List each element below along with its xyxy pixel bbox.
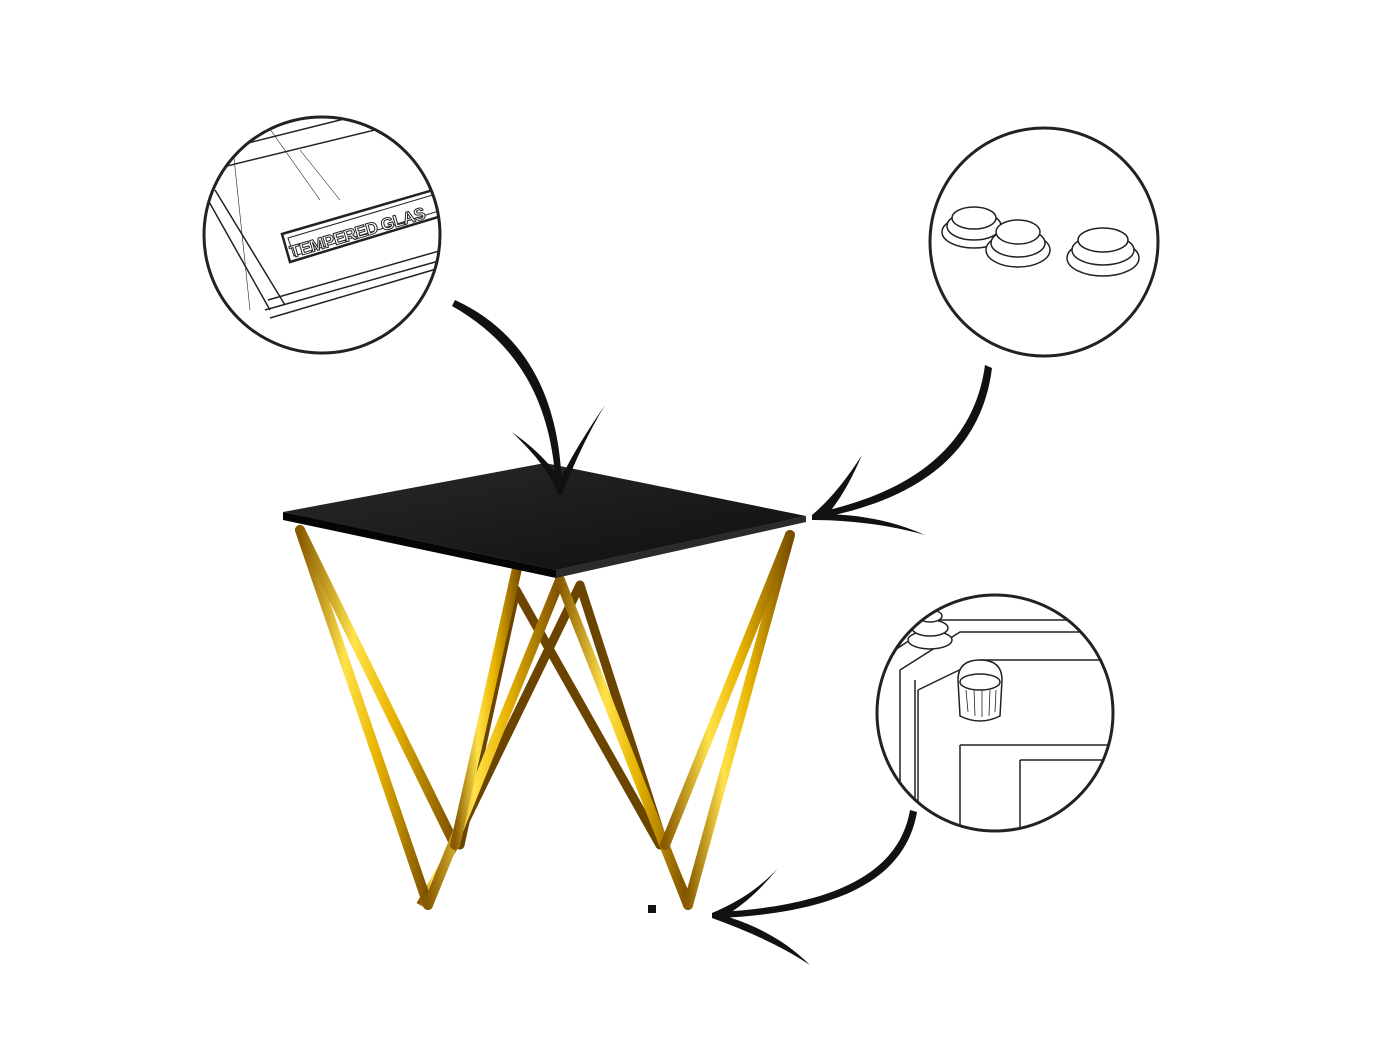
table-bottom-ring [416,841,694,909]
table-frame-front [295,525,795,910]
side-table [283,463,806,913]
leveling-foot [648,905,656,913]
callout-circle-pads [928,126,1160,358]
rubber-pads-icon [941,206,1140,277]
arrows [452,300,992,965]
callout-rubber-pads [928,126,1160,358]
arrow-to-table-foot [720,810,917,918]
arrow-to-tabletop [452,300,562,490]
arrow-to-table-corner [820,365,992,518]
callout-circle-glass [202,115,442,355]
callout-circle-foot [875,593,1115,833]
glass-tabletop [283,463,806,570]
callout-tempered-glass: TEMPERED GLAS [202,115,442,355]
callout-leveling-foot [875,593,1115,833]
leveling-foot-icon [879,609,1113,830]
